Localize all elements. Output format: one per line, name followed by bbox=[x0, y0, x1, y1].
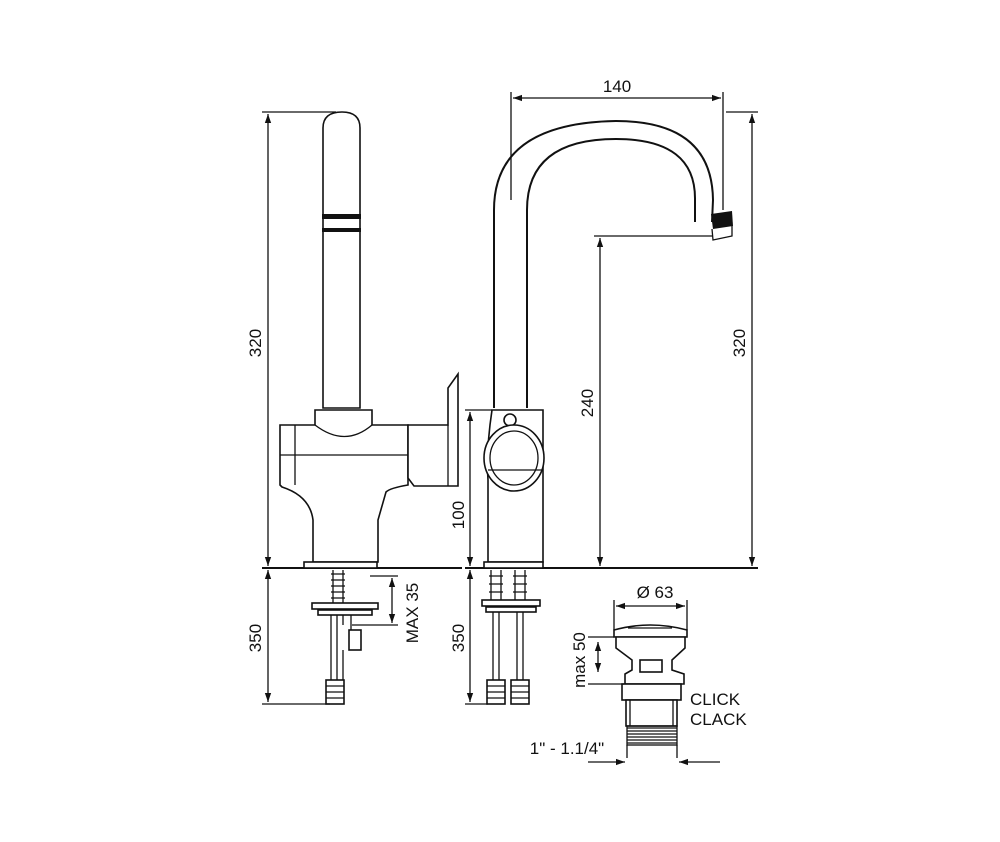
side-view-supply-hoses bbox=[311, 570, 379, 705]
dim-label-spout-reach: 140 bbox=[603, 77, 631, 96]
front-view-supply-hoses bbox=[481, 570, 541, 705]
waste-label-line1: CLICK bbox=[690, 690, 741, 709]
dim-label-waste-thread: 1" - 1.1/4" bbox=[530, 739, 604, 758]
dim-label-front-height: 320 bbox=[730, 329, 749, 357]
dim-label-side-height: 320 bbox=[246, 329, 265, 357]
click-clack-waste bbox=[613, 624, 688, 758]
waste-label-line2: CLACK bbox=[690, 710, 747, 729]
dim-label-waste-diameter: Ø 63 bbox=[637, 583, 674, 602]
dim-label-front-below: 350 bbox=[449, 624, 468, 652]
side-view-faucet bbox=[279, 111, 459, 569]
front-view-faucet bbox=[483, 119, 733, 569]
dim-label-spout-height: 240 bbox=[578, 389, 597, 417]
dim-label-waste-max: max 50 bbox=[570, 632, 589, 688]
dim-label-front-base: 100 bbox=[449, 501, 468, 529]
dim-label-side-max: MAX 35 bbox=[403, 583, 422, 643]
dim-label-side-below: 350 bbox=[246, 624, 265, 652]
dimension-lines bbox=[262, 92, 758, 766]
